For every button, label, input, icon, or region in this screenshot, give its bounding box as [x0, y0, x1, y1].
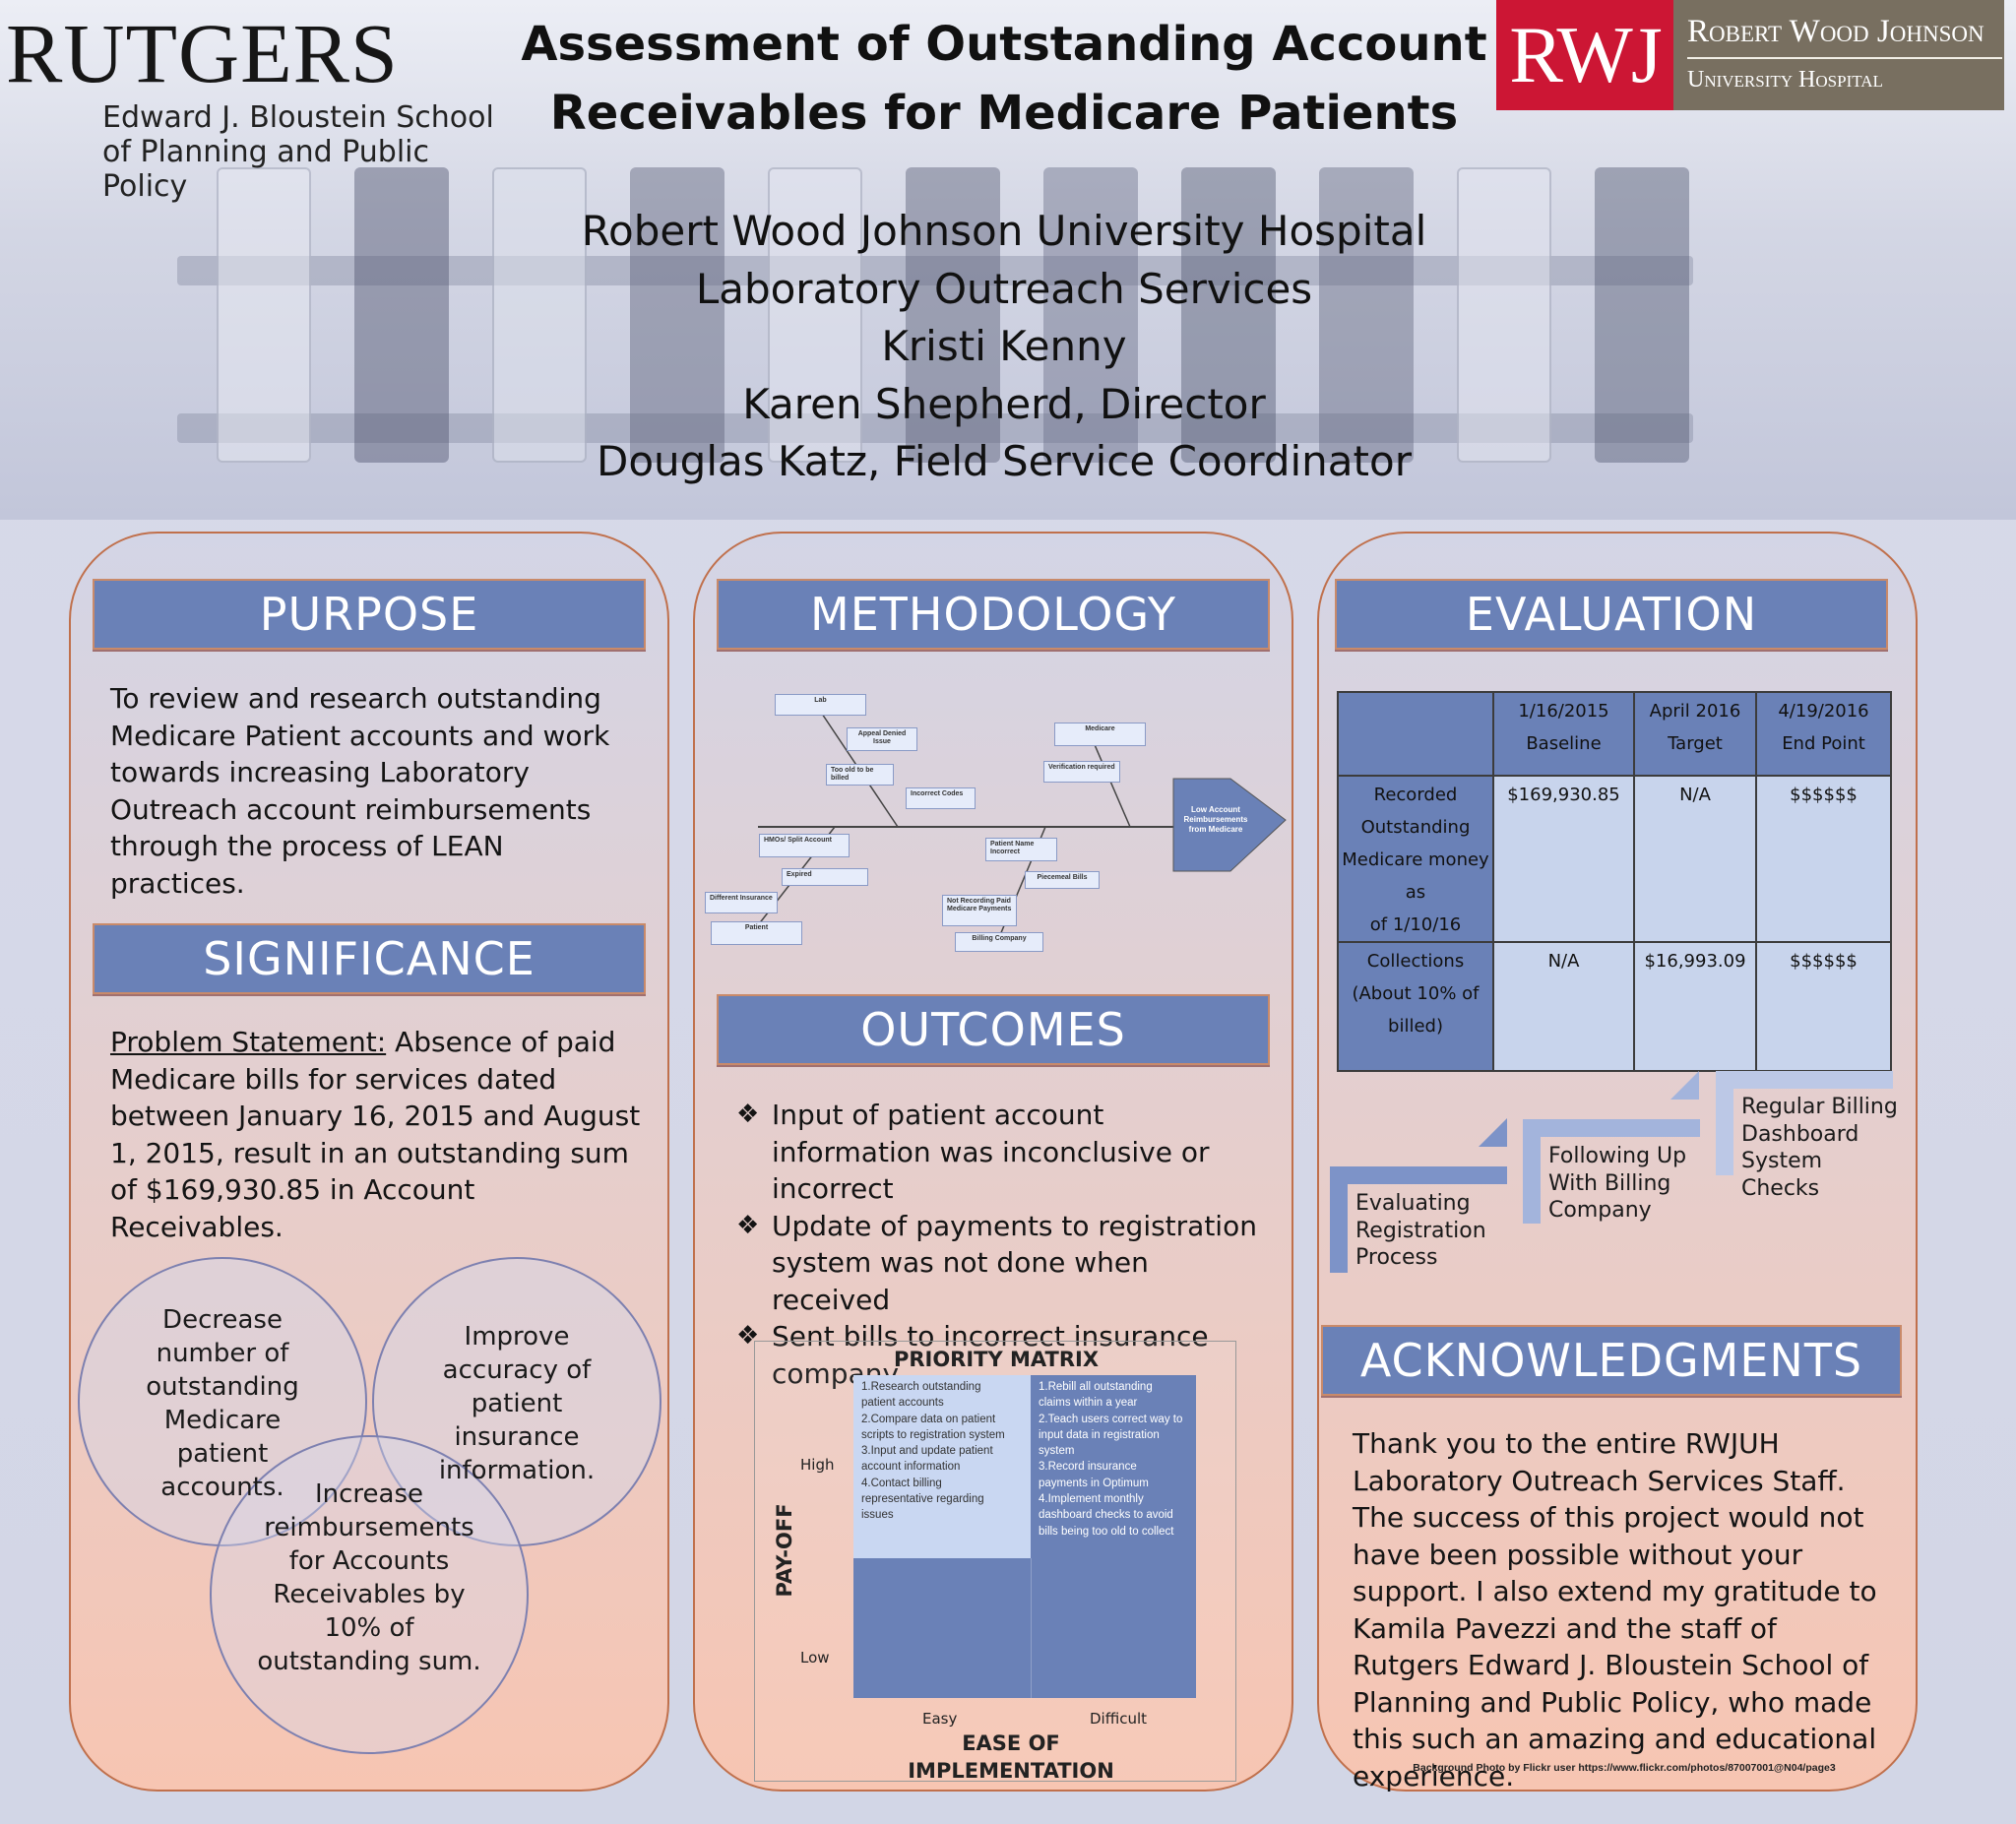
poster-title: Assessment of Outstanding Account Receiv… [521, 17, 1487, 141]
author-line: Kristi Kenny [881, 322, 1127, 370]
row-label-recorded: Recorded Outstanding Medicare money as o… [1337, 775, 1494, 943]
table-cell: N/A [1492, 941, 1635, 1072]
ease-difficult-label: Difficult [1090, 1710, 1148, 1728]
acknowledgments-heading: ACKNOWLEDGMENTS [1321, 1325, 1902, 1396]
authors-block: Robert Wood Johnson University Hospital … [413, 203, 1595, 491]
fishbone-cause-appeal: Appeal Denied Issue [847, 727, 917, 751]
payoff-high-label: High [800, 1456, 835, 1474]
quadrant-low-easy [853, 1558, 1031, 1698]
step-1-label: Evaluating Registration Process [1355, 1191, 1486, 1270]
diamond-bullet-icon: ❖ [736, 1321, 760, 1351]
test-tube-rack-photo [167, 148, 1703, 472]
rwj-subname: University Hospital [1687, 67, 1883, 93]
significance-heading: SIGNIFICANCE [93, 923, 646, 994]
table-cell: $$$$$$ [1755, 775, 1892, 943]
rwj-name: Robert Wood Johnson [1687, 14, 1984, 49]
purpose-text: To review and research outstanding Medic… [110, 682, 610, 900]
quadrant-high-easy: 1.Research outstanding patient accounts … [853, 1375, 1031, 1558]
author-line: Robert Wood Johnson University Hospital [581, 207, 1427, 255]
outcomes-list: ❖Input of patient account information wa… [736, 1097, 1268, 1392]
fishbone-cause-patient: Patient [711, 921, 802, 945]
rwj-monogram: RWJ [1496, 0, 1673, 110]
step-2-label: Following Up With Billing Company [1548, 1144, 1687, 1223]
fishbone-cause-different-insurance: Different Insurance [705, 892, 778, 913]
payoff-axis-label: PAY-OFF [773, 1503, 796, 1598]
row-label-collections: Collections (About 10% of billed) [1337, 941, 1494, 1072]
step-3-label: Regular Billing Dashboard System Checks [1741, 1095, 1898, 1201]
fishbone-cause-piecemeal: Piecemeal Bills [1025, 871, 1100, 889]
evaluation-heading: EVALUATION [1335, 579, 1888, 650]
venn-label-decrease: Decrease number of outstanding Medicare … [146, 1305, 299, 1502]
rwj-logo: RWJ Robert Wood Johnson University Hospi… [1496, 0, 2004, 110]
rutgers-wordmark: RUTGERS [6, 6, 399, 100]
fishbone-cause-hmos: HMOs/ Split Account [759, 834, 850, 857]
problem-statement: Problem Statement: Absence of paid Medic… [110, 1024, 642, 1245]
fishbone-cause-lab: Lab [775, 694, 866, 716]
list-item: ❖Input of patient account information wa… [736, 1099, 1210, 1205]
table-corner-cell [1337, 691, 1494, 777]
priority-matrix-title: PRIORITY MATRIX [893, 1348, 1100, 1371]
fishbone-cause-billing-company: Billing Company [955, 932, 1043, 952]
priority-matrix: PRIORITY MATRIX 1.Research outstanding p… [754, 1341, 1236, 1783]
acknowledgments-text: Thank you to the entire RWJUH Laboratory… [1353, 1427, 1877, 1793]
bloustein-school-name: Edward J. Bloustein School of Planning a… [102, 100, 494, 204]
list-item: ❖Sent bills to incorrect insurance compa… [736, 1320, 1209, 1390]
author-line: Douglas Katz, Field Service Coordinator [597, 437, 1412, 485]
problem-statement-text: Absence of paid Medicare bills for servi… [110, 1026, 641, 1243]
author-line: Laboratory Outreach Services [695, 264, 1313, 313]
payoff-low-label: Low [800, 1649, 830, 1667]
fishbone-cause-too-old: Too old to be billed [826, 764, 894, 786]
ease-axis-label: EASE OF IMPLEMENTATION [908, 1731, 1114, 1783]
fishbone-cause-patient-name: Patient Name Incorrect [985, 838, 1057, 861]
table-cell: $169,930.85 [1492, 775, 1635, 943]
methodology-heading: METHODOLOGY [717, 579, 1270, 650]
fishbone-cause-incorrect-codes: Incorrect Codes [906, 787, 976, 809]
fishbone-head-label: Low Account Reimbursements from Medicare [1183, 805, 1248, 834]
table-row: Collections (About 10% of billed) N/A $1… [1337, 941, 1892, 1072]
ease-easy-label: Easy [922, 1710, 958, 1728]
fishbone-cause-not-recording: Not Recording Paid Medicare Payments [942, 895, 1017, 926]
purpose-heading: PURPOSE [93, 579, 646, 650]
diamond-bullet-icon: ❖ [736, 1210, 760, 1240]
fishbone-cause-verification: Verification required [1043, 761, 1120, 783]
quadrant-high-difficult: 1.Rebill all outstanding claims within a… [1031, 1375, 1196, 1558]
table-row: Recorded Outstanding Medicare money as o… [1337, 775, 1892, 943]
diamond-bullet-icon: ❖ [736, 1100, 760, 1129]
problem-statement-label: Problem Statement: [110, 1026, 387, 1058]
rutgers-logo: RUTGERS Edward J. Bloustein School of Pl… [6, 6, 498, 204]
quadrant-low-difficult [1031, 1558, 1196, 1698]
table-cell: $$$$$$ [1755, 941, 1892, 1072]
fishbone-cause-medicare: Medicare [1054, 723, 1146, 746]
table-cell: N/A [1633, 775, 1757, 943]
fishbone-cause-expired: Expired [782, 868, 868, 886]
table-cell: $16,993.09 [1633, 941, 1757, 1072]
venn-label-increase: Increase reimbursements for Accounts Rec… [257, 1479, 481, 1676]
author-line: Karen Shepherd, Director [742, 379, 1266, 428]
photo-credit: Background Photo by Flickr user https://… [1413, 1762, 1836, 1774]
list-item: ❖Update of payments to registration syst… [736, 1209, 1257, 1316]
venn-label-improve: Improve accuracy of patient insurance in… [438, 1322, 596, 1485]
outcomes-heading: OUTCOMES [717, 994, 1270, 1065]
poster-header: RUTGERS Edward J. Bloustein School of Pl… [0, 0, 2016, 520]
